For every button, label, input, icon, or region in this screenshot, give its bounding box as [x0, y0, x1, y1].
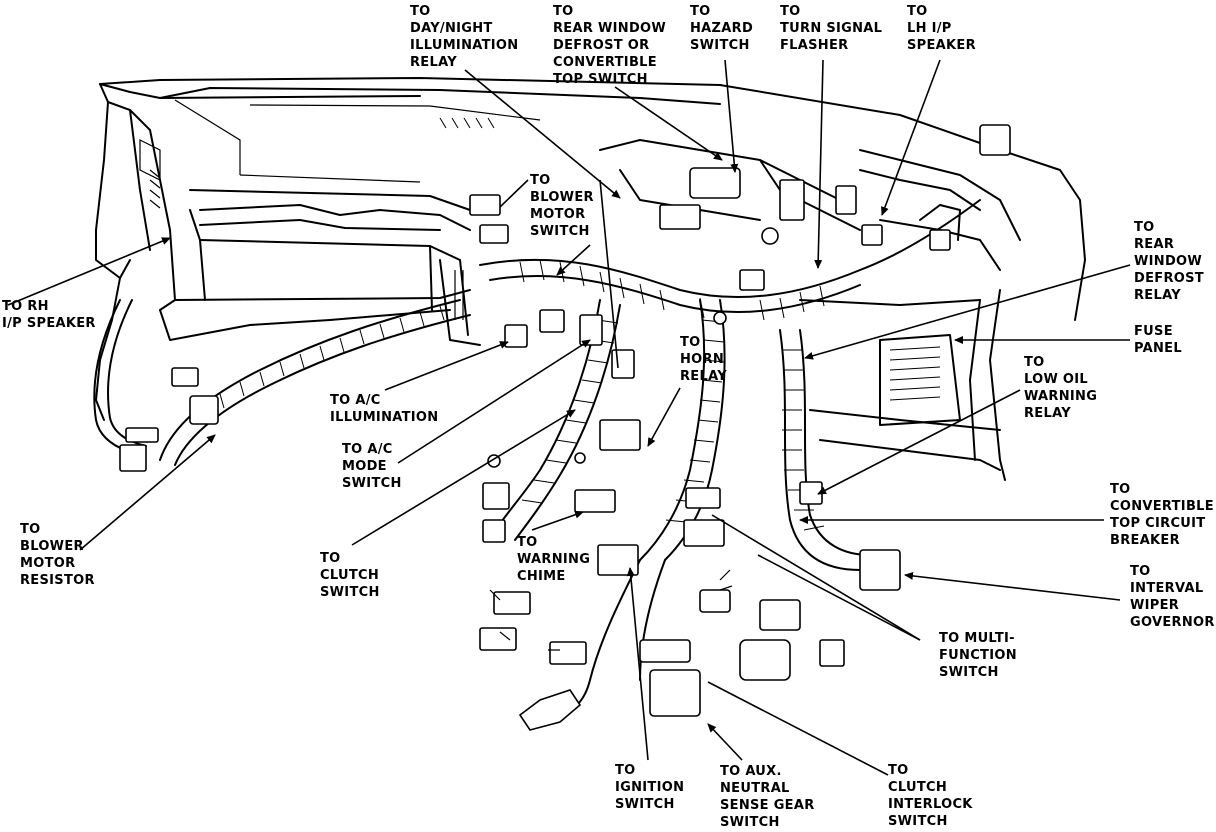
label-warning-chime: TO WARNING CHIME: [517, 535, 591, 584]
label-turn-signal-flasher: TO TURN SIGNAL FLASHER: [780, 4, 883, 53]
leader-rear-defrost-switch: [614, 86, 723, 161]
label-rear-window-defrost-relay: TO REAR WINDOW DEFROST RELAY: [1134, 220, 1204, 303]
connectors: [119, 124, 1011, 731]
leader-ac-illum: [384, 341, 509, 391]
leader-aux-neutral: [707, 723, 743, 761]
defroster-vents: [439, 117, 495, 129]
leader-ignition: [626, 567, 649, 761]
leader-rh-speaker: [7, 237, 171, 306]
leader-low-oil: [817, 389, 1021, 495]
leader-rear-defrost-relay: [804, 264, 1131, 360]
label-convertible-top-breaker: TO CONVERTIBLE TOP CIRCUIT BREAKER: [1110, 482, 1214, 548]
leader-turn-signal: [814, 59, 824, 269]
label-ignition-switch: TO IGNITION SWITCH: [615, 763, 685, 812]
leader-day-night-2: [599, 179, 619, 369]
leader-multifunction-1: [711, 514, 921, 641]
label-blower-motor-switch: TO BLOWER MOTOR SWITCH: [530, 173, 594, 239]
label-rh-speaker: TO RH I/P SPEAKER: [2, 299, 96, 331]
leader-hazard: [724, 59, 739, 173]
leader-blower-switch-2: [556, 244, 591, 276]
label-day-night-relay: TO DAY/NIGHT ILLUMINATION RELAY: [410, 4, 519, 70]
wiring-harness: [93, 199, 981, 716]
label-interval-wiper-governor: TO INTERVAL WIPER GOVERNOR: [1130, 564, 1215, 630]
leader-multifunction-2: [757, 554, 921, 641]
leader-wiper: [904, 571, 1121, 601]
leader-clutch-interlock: [707, 681, 889, 776]
leader-lh-speaker: [881, 59, 941, 216]
label-aux-neutral-sense-gear-switch: TO AUX. NEUTRAL SENSE GEAR SWITCH: [720, 764, 815, 830]
leader-chime: [531, 510, 584, 531]
leader-lines: [7, 59, 1131, 776]
label-rear-window-defrost-switch: TO REAR WINDOW DEFROST OR CONVERTIBLE TO…: [553, 4, 667, 87]
label-hazard-switch: TO HAZARD SWITCH: [690, 4, 754, 53]
label-low-oil-warning-relay: TO LOW OIL WARNING RELAY: [1024, 355, 1098, 421]
leader-day-night: [464, 69, 621, 199]
label-clutch-interlock-switch: TO CLUTCH INTERLOCK SWITCH: [888, 763, 973, 829]
label-ac-illumination: TO A/C ILLUMINATION: [330, 393, 439, 425]
dashboard-illustration: [93, 77, 1086, 731]
label-horn-relay: TO HORN RELAY: [680, 335, 727, 384]
leader-ac-mode: [397, 339, 591, 464]
leader-blower-resistor: [79, 434, 216, 551]
leader-blower-switch-1: [499, 179, 529, 208]
label-ac-mode-switch: TO A/C MODE SWITCH: [342, 442, 402, 491]
label-lh-speaker: TO LH I/P SPEAKER: [907, 4, 976, 53]
fuse-panel-box: [879, 334, 961, 426]
label-blower-motor-resistor: TO BLOWER MOTOR RESISTOR: [20, 522, 95, 588]
label-fuse-panel: FUSE PANEL: [1134, 324, 1182, 356]
label-multi-function-switch: TO MULTI- FUNCTION SWITCH: [939, 631, 1017, 680]
leader-clutch: [351, 409, 576, 546]
leader-horn: [647, 387, 681, 447]
label-clutch-switch: TO CLUTCH SWITCH: [320, 551, 380, 600]
